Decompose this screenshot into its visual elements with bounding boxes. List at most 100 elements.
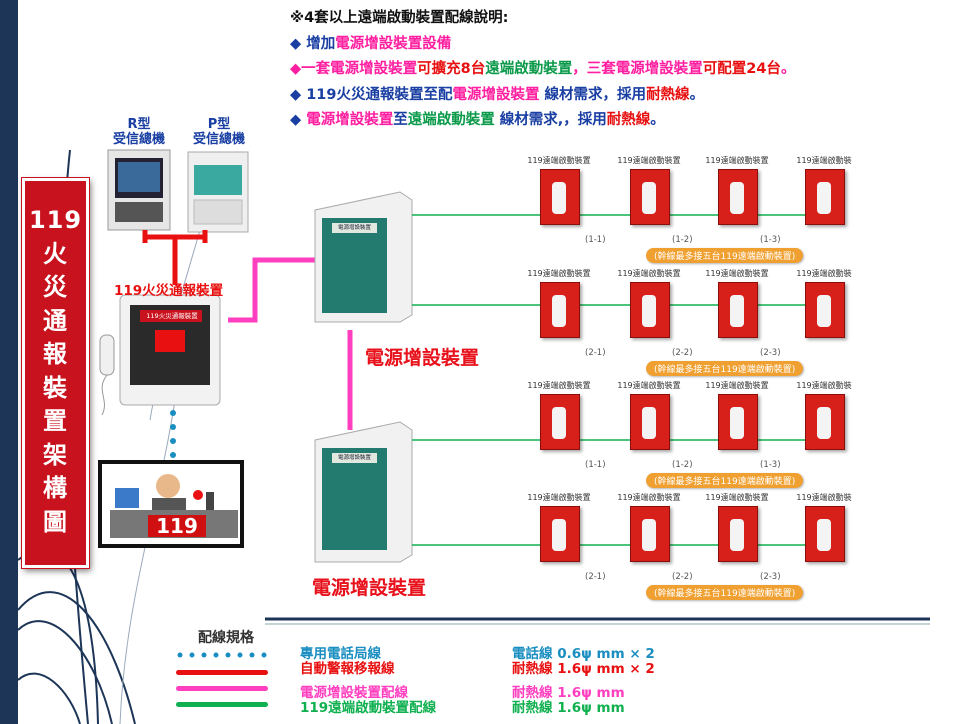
operator-desk-image: [98, 460, 244, 548]
remote-starter-device: [630, 394, 670, 450]
p-type-panel-image: [187, 151, 249, 233]
legend-specs: 電話線 0.6ψ mm × 2 耐熱線 1.6ψ mm × 2 耐熱線 1.6ψ…: [512, 647, 655, 716]
remote-device-button: [642, 295, 656, 327]
segment-label: (2-2): [672, 572, 693, 582]
remote-device-name: 119遠端啟動裝置: [617, 156, 681, 165]
remote-device-name: 119遠端啟動裝置: [617, 381, 681, 390]
legend-item-spec: 耐熱線 1.6ψ mm: [512, 700, 625, 716]
trunk-limit-badge: (幹線最多接五台119遠端啟動裝置): [646, 361, 804, 376]
p-type-panel-label: P型 受信總機: [192, 117, 245, 147]
vertical-title-char: 構: [43, 474, 68, 502]
remote-starter-device: [630, 282, 670, 338]
remote-device-name: 119遠端啟動裝置: [527, 156, 591, 165]
remote-starter-device: [540, 282, 580, 338]
segment-label: (1-3): [760, 235, 781, 245]
note-line-4: ◆ 電源增設裝置至遠端啟動裝置 線材需求,，採用耐熱線。: [290, 112, 665, 128]
segment-label: (1-1): [585, 460, 606, 470]
vertical-title-char: 置: [43, 407, 68, 435]
left-sidebar: [0, 0, 18, 724]
r-type-panel-image: [107, 149, 171, 231]
remote-device-button: [817, 519, 831, 551]
segment-label: (2-3): [760, 572, 781, 582]
remote-starter-device: [805, 169, 845, 225]
remote-starter-device: [540, 394, 580, 450]
alarm-transfer-wire: [142, 230, 208, 285]
remote-device-button: [730, 407, 744, 439]
trunk-limit-badge: (幹線最多接五台119遠端啟動裝置): [646, 248, 804, 263]
legend-item-spec: 耐熱線 1.6ψ mm: [512, 685, 625, 701]
segment-label: (2-3): [760, 348, 781, 358]
legend-item-spec: 電話線 0.6ψ mm × 2: [512, 646, 655, 662]
notes-title: ※4套以上遠端啟動裝置配線說明:: [290, 10, 509, 26]
vertical-title-char: 災: [43, 273, 68, 301]
remote-starter-device: [718, 506, 758, 562]
notification-device-label: 119火災通報裝置: [114, 283, 224, 299]
legend-swatches: [176, 652, 268, 707]
remote-device-button: [642, 407, 656, 439]
segment-label: (2-1): [585, 348, 606, 358]
legend-item-name: 119遠端啟動裝置配線: [300, 700, 437, 716]
remote-starter-device: [718, 169, 758, 225]
remote-starter-device: [805, 506, 845, 562]
remote-device-name: 119遠端啟動裝置: [527, 381, 591, 390]
segment-label: (1-2): [672, 460, 693, 470]
operator-desk-number: 119: [156, 514, 198, 538]
power-box-1-label: 電源增設裝置: [365, 347, 480, 369]
remote-device-name: 119遠端啟動裝置: [705, 156, 769, 165]
segment-label: (2-1): [585, 572, 606, 582]
remote-device-name: 119遠端啟動裝置: [705, 381, 769, 390]
remote-starter-device: [805, 394, 845, 450]
segment-label: (2-2): [672, 348, 693, 358]
remote-device-button: [817, 182, 831, 214]
remote-device-button: [552, 407, 566, 439]
power-wiring: [228, 257, 353, 430]
remote-device-button: [817, 295, 831, 327]
notification-device-image: [99, 294, 221, 416]
remote-starter-device: [805, 282, 845, 338]
remote-starter-device: [630, 506, 670, 562]
remote-starter-device: [718, 282, 758, 338]
remote-device-button: [552, 519, 566, 551]
segment-label: (1-2): [672, 235, 693, 245]
legend-item-spec: 耐熱線 1.6ψ mm × 2: [512, 661, 655, 677]
remote-device-name: 119遠端啟動裝置: [705, 269, 769, 278]
power-box-2-label: 電源增設裝置: [312, 577, 427, 599]
legend-item-name: 電源增設裝置配線: [300, 685, 408, 701]
remote-starter-device: [718, 394, 758, 450]
trunk-limit-badge: (幹線最多接五台119遠端啟動裝置): [646, 473, 804, 488]
remote-device-name: 119遠端啟動裝置: [527, 493, 591, 502]
power-box-2-image: [314, 421, 413, 563]
note-line-1: ◆ 增加電源增設裝置設備: [290, 35, 452, 52]
remote-device-name: 119遠端啟動裝置: [617, 269, 681, 278]
note-line-3: ◆ 119火災通報裝置至配電源增設裝置 線材需求，採用耐熱線。: [290, 86, 705, 103]
vertical-title-char: 裝: [43, 373, 68, 402]
vertical-title-char: 通: [43, 306, 68, 335]
remote-device-name: 119遠端啟動裝: [796, 381, 852, 390]
vertical-title-char: 報: [43, 340, 68, 368]
remote-device-name: 119遠端啟動裝: [796, 493, 852, 502]
vertical-title-char: 火: [43, 239, 68, 268]
remote-starter-device: [540, 506, 580, 562]
power-box-2-screen-text: 電源增設裝置: [337, 455, 371, 461]
vertical-title-char: 架: [43, 440, 68, 469]
power-box-1-image: [314, 191, 413, 323]
segment-label: (1-3): [760, 460, 781, 470]
remote-device-button: [817, 407, 831, 439]
legend-divider: [265, 617, 930, 625]
remote-device-button: [552, 182, 566, 214]
wiring-notes: ※4套以上遠端啟動裝置配線說明: ◆ 增加電源增設裝置設備 ◆一套電源增設裝置可…: [290, 6, 955, 134]
power-box-1-screen-text: 電源增設裝置: [337, 225, 371, 231]
r-type-panel-label: R型 受信總機: [112, 117, 165, 147]
remote-device-button: [730, 182, 744, 214]
legend-names: 專用電話局線 自動警報移報線 電源增設裝置配線 119遠端啟動裝置配線: [300, 647, 436, 716]
notification-device-screen-text: 119火災通報裝置: [146, 312, 198, 320]
telephone-dotted-wire: [170, 410, 176, 458]
trunk-limit-badge: (幹線最多接五台119遠端啟動裝置): [646, 585, 804, 600]
legend-item-name: 專用電話局線: [300, 646, 381, 662]
remote-device-name: 119遠端啟動裝: [796, 156, 852, 165]
remote-device-button: [552, 295, 566, 327]
legend-title: 配線規格: [198, 630, 254, 646]
remote-device-button: [642, 519, 656, 551]
